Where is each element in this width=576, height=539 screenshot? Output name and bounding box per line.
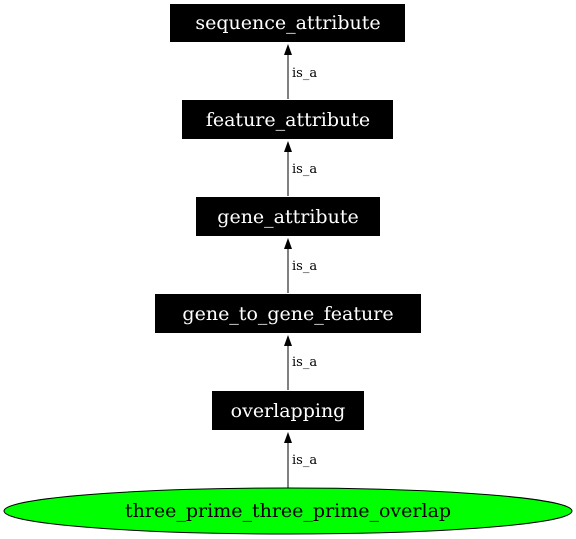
edge-label: is_a bbox=[292, 355, 317, 370]
edge-label: is_a bbox=[292, 66, 317, 81]
edge-label: is_a bbox=[292, 453, 317, 468]
edge-gene-to-gene-to-gene-attr: is_a bbox=[284, 238, 317, 293]
edge-feature-to-sequence: is_a bbox=[284, 44, 317, 99]
node-box bbox=[196, 197, 380, 236]
node-overlapping[interactable]: overlapping bbox=[212, 391, 364, 430]
node-box bbox=[155, 294, 421, 333]
edge-label: is_a bbox=[292, 259, 317, 274]
arrowhead-icon bbox=[284, 432, 292, 443]
node-label: feature_attribute bbox=[206, 109, 370, 131]
node-label: gene_to_gene_feature bbox=[182, 303, 393, 325]
node-label: overlapping bbox=[231, 400, 346, 422]
edge-leaf-to-overlapping: is_a bbox=[284, 432, 317, 488]
node-box bbox=[182, 100, 393, 139]
node-feature-attribute[interactable]: feature_attribute bbox=[182, 100, 393, 139]
edge-label: is_a bbox=[292, 162, 317, 177]
node-box bbox=[170, 4, 405, 42]
arrowhead-icon bbox=[284, 141, 292, 152]
node-gene-attribute[interactable]: gene_attribute bbox=[196, 197, 380, 236]
edge-overlapping-to-gene-to-gene: is_a bbox=[284, 335, 317, 390]
node-label: three_prime_three_prime_overlap bbox=[125, 500, 451, 522]
node-ellipse bbox=[3, 487, 573, 535]
node-box bbox=[212, 391, 364, 430]
arrowhead-icon bbox=[284, 335, 292, 346]
arrowhead-icon bbox=[284, 238, 292, 249]
node-gene-to-gene-feature[interactable]: gene_to_gene_feature bbox=[155, 294, 421, 333]
edge-gene-attr-to-feature: is_a bbox=[284, 141, 317, 196]
arrowhead-icon bbox=[284, 44, 292, 55]
node-three-prime-three-prime-overlap[interactable]: three_prime_three_prime_overlap bbox=[3, 487, 573, 535]
node-label: gene_attribute bbox=[217, 206, 358, 228]
node-sequence-attribute[interactable]: sequence_attribute bbox=[170, 4, 405, 42]
node-label: sequence_attribute bbox=[195, 12, 380, 34]
